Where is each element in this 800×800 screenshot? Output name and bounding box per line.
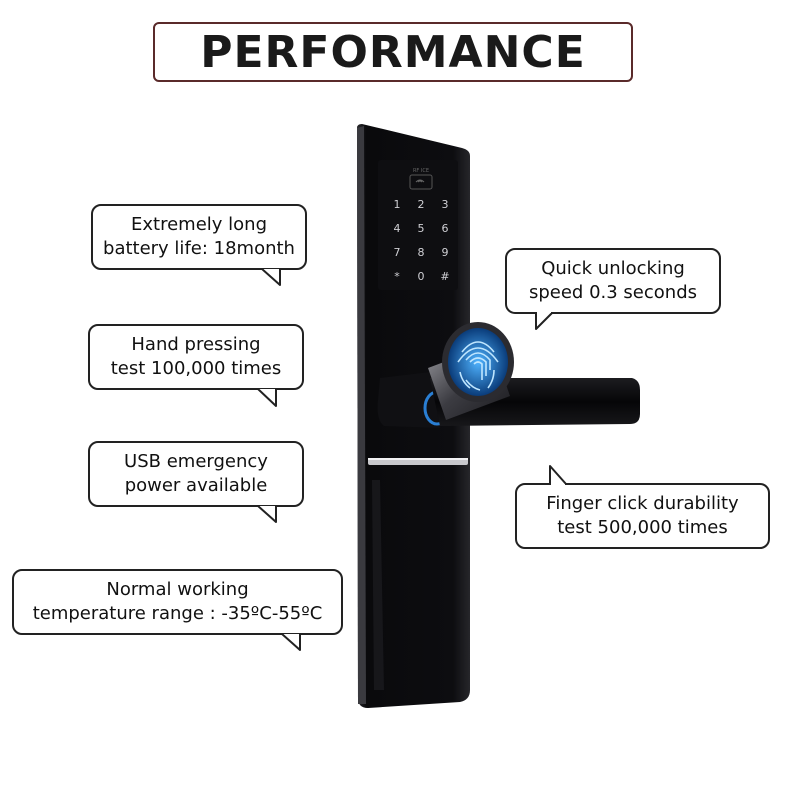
keypad-key: 0 (418, 270, 425, 283)
feature-temperature: Normal working temperature range : -35ºC… (12, 569, 343, 635)
keypad: 1 2 3 4 5 6 7 8 9 * 0 # (394, 198, 450, 283)
keypad-key: 1 (394, 198, 401, 211)
feature-line: test 500,000 times (557, 517, 728, 538)
feature-line: temperature range : -35ºC-55ºC (32, 603, 323, 624)
keypad-key: 6 (442, 222, 449, 235)
keypad-panel (378, 160, 458, 290)
fingerprint-sensor (442, 322, 514, 402)
feature-line: Finger click durability (546, 493, 739, 514)
feature-line: Normal working (106, 579, 249, 600)
keypad-key: 5 (418, 222, 425, 235)
card-reader-icon (409, 174, 433, 190)
keypad-key: 2 (418, 198, 425, 211)
feature-usb-emergency: USB emergency power available (88, 441, 304, 507)
feature-line: USB emergency (124, 451, 268, 472)
feature-battery-life: Extremely long battery life: 18month (91, 204, 307, 270)
feature-line: power available (124, 475, 268, 496)
feature-hand-pressing: Hand pressing test 100,000 times (88, 324, 304, 390)
keypad-key: 4 (394, 222, 401, 235)
keypad-key: 3 (442, 198, 449, 211)
feature-line: speed 0.3 seconds (528, 282, 698, 303)
title-banner: PERFORMANCE (153, 22, 633, 82)
card-reader-label: RF ICE (413, 168, 429, 174)
page-title: PERFORMANCE (200, 26, 586, 78)
feature-line: battery life: 18month (103, 238, 295, 259)
feature-line: Quick unlocking (541, 258, 685, 279)
fingerprint-icon (457, 341, 499, 391)
keypad-key: 7 (394, 246, 401, 259)
keypad-key: # (440, 270, 449, 283)
feature-line: Hand pressing (131, 334, 261, 355)
feature-finger-click: Finger click durability test 500,000 tim… (515, 483, 770, 549)
feature-line: test 100,000 times (110, 358, 282, 379)
keypad-key: * (394, 270, 400, 283)
keypad-key: 8 (418, 246, 425, 259)
keypad-key: 9 (442, 246, 449, 259)
feature-quick-unlocking: Quick unlocking speed 0.3 seconds (505, 248, 721, 314)
feature-line: Extremely long (131, 214, 267, 235)
